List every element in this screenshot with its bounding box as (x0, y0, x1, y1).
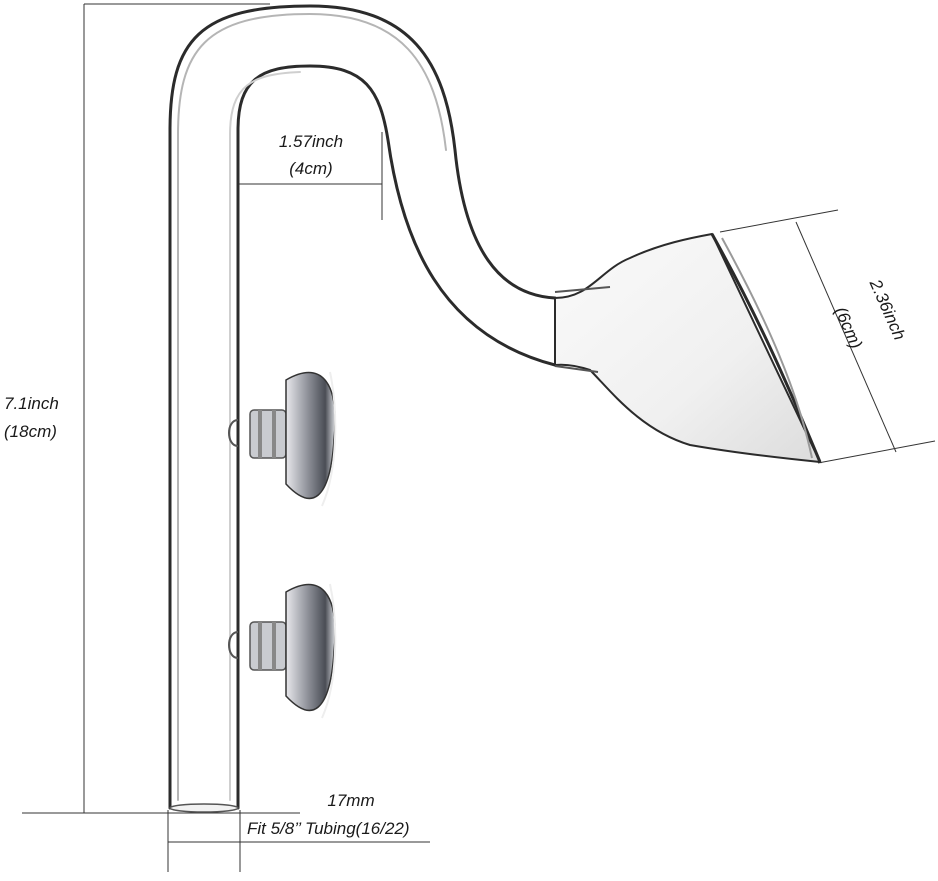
dimension-lines (22, 3, 936, 872)
upper-suction-cup (228, 371, 337, 507)
bend-width-inch-label: 1.57inch (278, 132, 344, 151)
funnel-outlet (554, 232, 822, 464)
glass-pipe (168, 4, 557, 813)
height-cm-label: (18cm) (4, 422, 57, 441)
lower-suction-cup (228, 583, 337, 719)
tube-fit-label: Fit 5/8’’ Tubing(16/22) (247, 819, 410, 838)
tube-diameter-mm-label: 17mm (327, 791, 375, 810)
bend-width-cm-label: (4cm) (289, 159, 333, 178)
height-inch-label: 7.1inch (4, 394, 59, 413)
